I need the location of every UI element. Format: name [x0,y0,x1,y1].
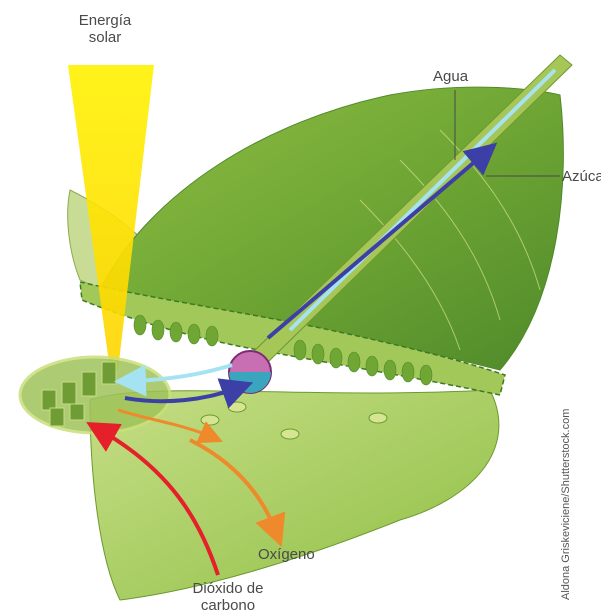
label-co2-line2: carbono [182,597,274,614]
label-solar-line2: solar [70,29,140,46]
label-co2-line1: Dióxido de [182,580,274,597]
label-solar-line1: Energía [70,12,140,29]
label-sugar: Azúcar [562,168,601,185]
label-water: Agua [433,68,468,85]
image-credit: Aldona Griskeviciene/Shutterstock.com [560,409,572,600]
label-co2: Dióxido de carbono [182,580,274,614]
label-oxygen: Oxígeno [258,546,315,563]
label-solar-energy: Energía solar [70,12,140,46]
